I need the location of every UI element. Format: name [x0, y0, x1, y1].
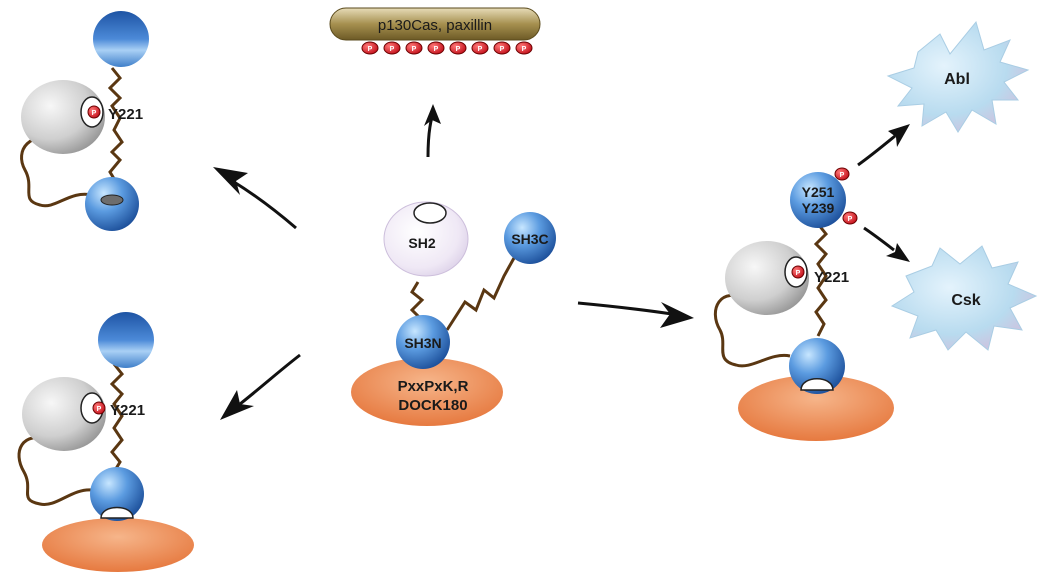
- phospho-badge: P: [405, 41, 423, 55]
- substrate-label: p130Cas, paxillin: [378, 17, 492, 34]
- sh2-domain-grey: [21, 80, 105, 154]
- y251-label: Y251: [802, 184, 835, 200]
- svg-text:P: P: [500, 46, 505, 53]
- arrow-upper-left: [213, 167, 297, 230]
- phospho-badge: P: [383, 41, 401, 55]
- svg-text:P: P: [97, 406, 102, 413]
- sh3c-label: SH3C: [511, 231, 548, 247]
- linker: [713, 293, 791, 368]
- phospho-badge: P: [834, 167, 850, 181]
- sh2-domain: [383, 201, 469, 277]
- phospho-badge: P: [493, 41, 511, 55]
- substrate-bar: p130Cas, paxillin: [329, 7, 541, 41]
- phospho-badge: P: [92, 401, 106, 415]
- binding-slot: [100, 194, 124, 206]
- dock-label-2: DOCK180: [398, 397, 467, 414]
- sh3n-domain: [396, 315, 450, 369]
- svg-text:P: P: [478, 46, 483, 53]
- phospho-badge: P: [471, 41, 489, 55]
- phospho-badge: P: [842, 211, 858, 225]
- phospho-badge: P: [515, 41, 533, 55]
- crk-closed-top: P Y221: [20, 11, 149, 231]
- sh3c-domain: [790, 172, 846, 228]
- arrow-to-csk: [863, 226, 910, 262]
- svg-text:P: P: [368, 46, 373, 53]
- dock-label-1: PxxPxK,R: [398, 378, 469, 395]
- csk-kinase: Csk: [890, 245, 1038, 351]
- csk-label: Csk: [951, 292, 980, 309]
- arrow-to-abl: [857, 124, 910, 167]
- dock180-platform: [738, 375, 894, 441]
- linker: [109, 363, 125, 473]
- phospho-badge: P: [87, 105, 101, 119]
- sh3c-domain: [504, 212, 556, 264]
- svg-text:P: P: [92, 110, 97, 117]
- arrow-lower-left: [220, 353, 301, 420]
- svg-text:P: P: [796, 270, 801, 277]
- svg-text:P: P: [390, 46, 395, 53]
- sh3n-label: SH3N: [404, 335, 441, 351]
- sh3c-domain: [98, 312, 154, 368]
- svg-text:P: P: [412, 46, 417, 53]
- y221-label: Y221: [108, 106, 143, 123]
- crk-closed-bottom: P Y221: [17, 312, 194, 572]
- sh3n-domain: [789, 338, 845, 394]
- linker: [445, 257, 516, 331]
- svg-text:P: P: [522, 46, 527, 53]
- linker: [107, 67, 124, 183]
- svg-text:P: P: [456, 46, 461, 53]
- abl-kinase: Abl: [886, 20, 1030, 133]
- linker: [17, 436, 93, 506]
- phospho-badge: P: [361, 41, 379, 55]
- phospho-badge: P: [791, 265, 805, 279]
- dock180-platform: [351, 358, 503, 426]
- svg-text:P: P: [434, 46, 439, 53]
- y221-label: Y221: [814, 269, 849, 286]
- free-crk: PxxPxK,R DOCK180 SH3N SH2 SH3C: [351, 201, 556, 426]
- crk-right: Y251 Y239 P P P Y221: [713, 167, 894, 441]
- sh2-domain-grey: [725, 241, 809, 315]
- dock180-platform: [42, 518, 194, 572]
- phospho-badge: P: [449, 41, 467, 55]
- linker: [813, 223, 829, 337]
- y221-label: Y221: [110, 402, 145, 419]
- arrow-up: [424, 104, 441, 158]
- sh3n-domain: [90, 467, 144, 521]
- sh3c-domain: [93, 11, 149, 67]
- arrow-right: [577, 301, 694, 328]
- phospho-badge: P: [427, 41, 445, 55]
- abl-label: Abl: [944, 71, 970, 88]
- sh2-pocket: [413, 202, 447, 224]
- svg-text:P: P: [840, 172, 845, 179]
- binding-pocket: [800, 378, 834, 391]
- sh2-label: SH2: [408, 235, 435, 251]
- y239-label: Y239: [802, 200, 835, 216]
- svg-text:P: P: [848, 216, 853, 223]
- binding-pocket: [100, 506, 134, 519]
